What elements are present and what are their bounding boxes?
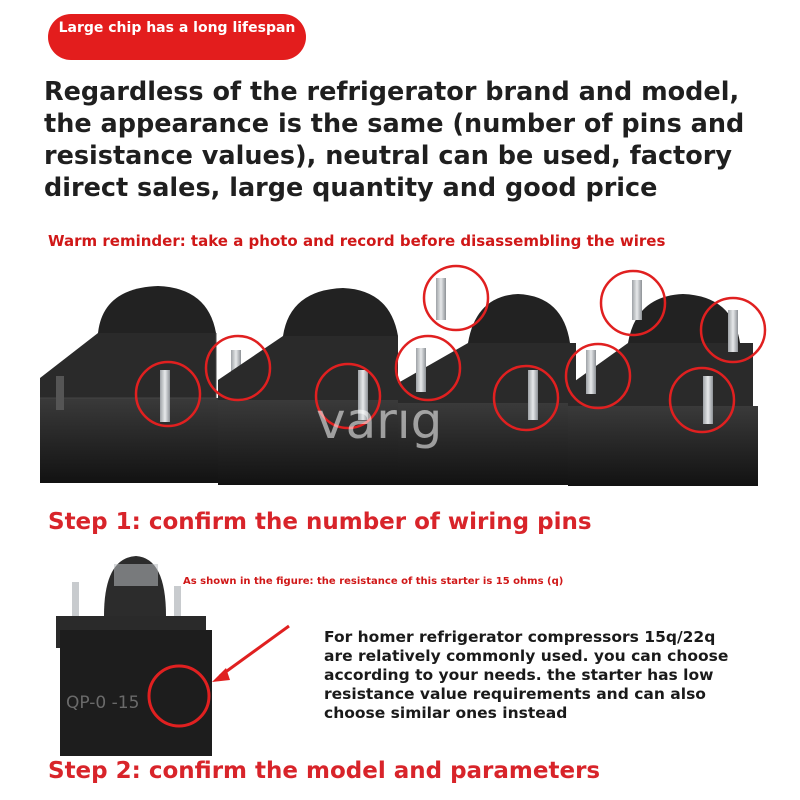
model-highlight-circle (147, 664, 211, 728)
resistance-caption: As shown in the figure: the resistance o… (183, 576, 564, 587)
starter-closeup-photo: QP-0 -15 (56, 556, 290, 756)
pin-highlight-circle (394, 334, 462, 402)
pointer-arrow (219, 624, 290, 678)
pin-highlight-circle (204, 334, 272, 402)
pin-highlight-circle (314, 362, 382, 430)
pin-highlight-circle (599, 269, 667, 337)
compressor-description: For homer refrigerator compressors 15q/2… (324, 628, 729, 722)
pin-highlight-circle (492, 364, 560, 432)
pin-highlight-circle (134, 360, 202, 428)
starter-relay-2 (218, 288, 400, 485)
headline: Regardless of the refrigerator brand and… (44, 77, 745, 203)
starter-relays-photo (40, 264, 767, 486)
pin-highlight-circle (699, 296, 767, 364)
step-2-heading: Step 2: confirm the model and parameters (48, 758, 601, 784)
pin-highlight-circle (422, 264, 490, 332)
part-number-text: QP-0 -15 (66, 693, 139, 713)
badge-text: Large chip has a long lifespan (58, 20, 296, 36)
pin-highlight-circle (564, 342, 632, 410)
warm-reminder: Warm reminder: take a photo and record b… (48, 232, 666, 250)
lifespan-badge: Large chip has a long lifespan (48, 14, 306, 60)
pin-highlight-circle (668, 366, 736, 434)
step-1-heading: Step 1: confirm the number of wiring pin… (48, 509, 592, 535)
starter-relay-3 (398, 278, 578, 485)
starter-relay-1 (40, 286, 241, 483)
arrow-head (212, 668, 230, 682)
